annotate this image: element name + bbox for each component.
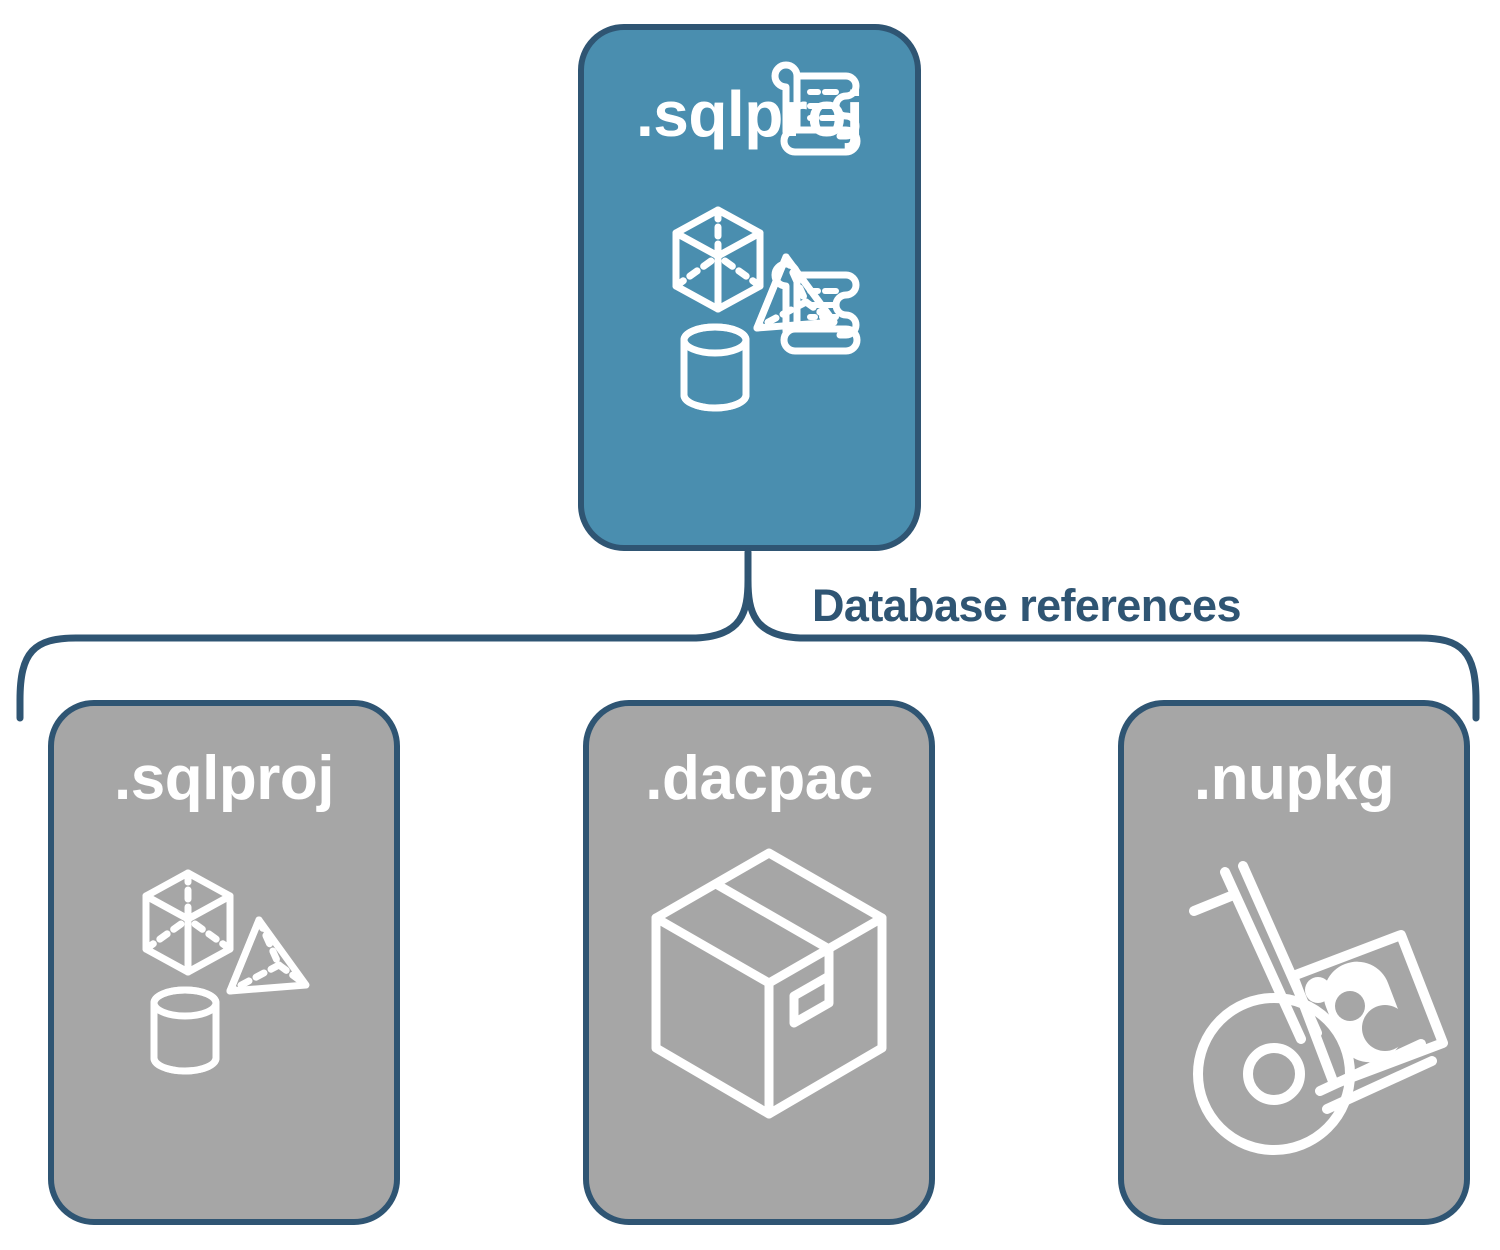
shipping-box-icon [651, 848, 887, 1119]
node-child-nupkg-label: .nupkg [1193, 744, 1395, 813]
nuget-package-holes-icon [1335, 991, 1408, 1051]
node-child-dacpac[interactable]: .dacpac [583, 700, 935, 1225]
brace-label-database-references: Database references [812, 580, 1241, 631]
curly-brace-connector-left-icon [16, 576, 752, 722]
cylinder-icon [680, 323, 750, 412]
curly-brace-connector-icon [744, 548, 1480, 722]
node-child-sqlproj[interactable]: .sqlproj [48, 700, 400, 1225]
nuget-package-glyph-icon [1305, 961, 1404, 1063]
cylinder-icon [150, 986, 220, 1075]
nuget-package-icon [1288, 930, 1448, 1089]
cube-icon [672, 206, 764, 313]
hand-truck-icon [1189, 861, 1437, 1155]
scroll-icon-bottom [771, 260, 861, 355]
node-child-dacpac-label: .dacpac [645, 744, 873, 813]
node-root-sqlproj-label: .sqlproj [635, 78, 864, 150]
pyramid-icon [753, 253, 838, 332]
pyramid-icon [226, 916, 310, 995]
node-root-sqlproj[interactable]: .sqlproj [578, 24, 921, 551]
cube-icon [142, 869, 234, 976]
node-child-nupkg[interactable]: .nupkg [1118, 700, 1470, 1225]
node-child-sqlproj-label: .sqlproj [114, 744, 334, 813]
